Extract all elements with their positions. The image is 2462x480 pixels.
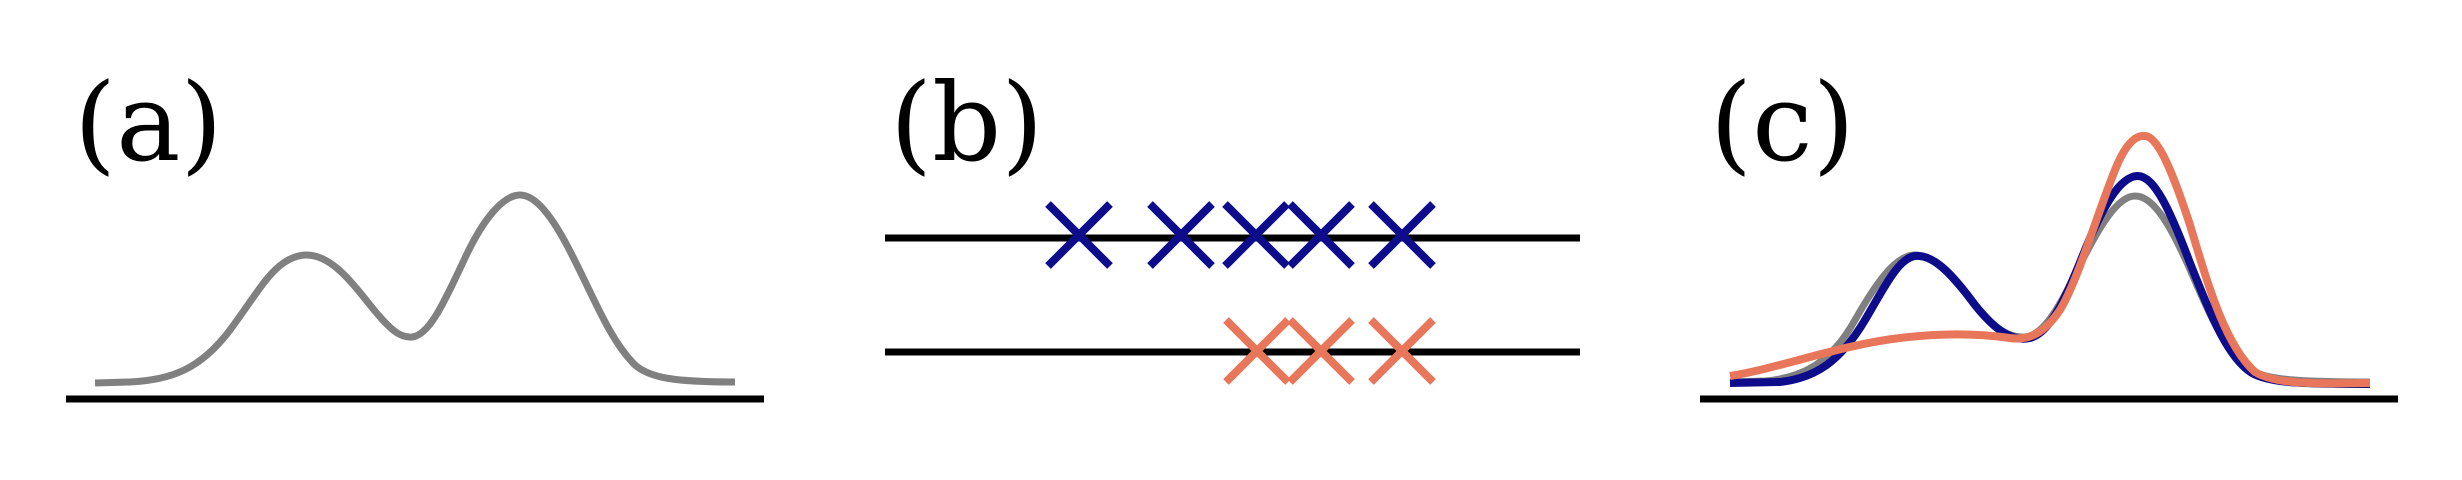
panel-c-label: (c) [1710, 61, 1855, 186]
salmon-cross-marker [1223, 317, 1291, 385]
navy-cross-marker [1287, 201, 1355, 269]
navy-cross-marker [1147, 201, 1215, 269]
panel-c-salmon-curve [1729, 132, 2371, 388]
navy-cross-marker [1222, 201, 1290, 269]
salmon-cross-marker [1287, 317, 1355, 385]
panel-a-gray-curve [94, 191, 736, 387]
panel-b: (b) [885, 61, 1580, 385]
panel-c: (c) [1700, 61, 2398, 403]
panel-b-label: (b) [890, 61, 1043, 186]
panel-b-navy-markers [1045, 201, 1436, 269]
panel-b-salmon-markers [1223, 317, 1436, 385]
navy-cross-marker [1045, 201, 1113, 269]
panel-a-label: (a) [74, 61, 223, 186]
panel-a: (a) [66, 61, 764, 403]
navy-cross-marker [1368, 201, 1436, 269]
salmon-cross-marker [1368, 317, 1436, 385]
